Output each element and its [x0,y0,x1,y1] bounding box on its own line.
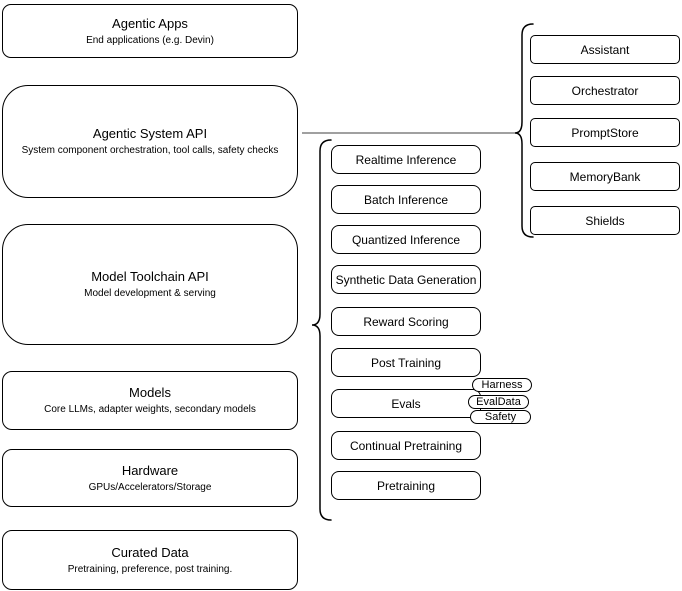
component-box-shields: Shields [530,206,680,235]
toolchain-box-batch-inference: Batch Inference [331,185,481,214]
layer-title: Models [129,385,171,400]
toolchain-group-brace [311,139,332,521]
layer-subtitle: System component orchestration, tool cal… [21,145,279,156]
component-box-assistant: Assistant [530,35,680,64]
component-box-promptstore: PromptStore [530,118,680,147]
eval-tag-safety: Safety [470,410,531,424]
layer-box-model-toolchain-api: Model Toolchain API Model development & s… [2,224,298,345]
eval-tag-evaldata: EvalData [468,395,529,409]
layer-subtitle: Pretraining, preference, post training. [67,563,233,575]
layer-title: Agentic System API [92,126,208,141]
toolchain-box-evals: Evals [331,389,481,418]
eval-tag-harness: Harness [472,378,532,392]
component-box-orchestrator: Orchestrator [530,76,680,105]
layer-box-agentic-system-api: Agentic System API System component orche… [2,85,298,198]
layer-subtitle: End applications (e.g. Devin) [86,34,214,46]
toolchain-box-reward-scoring: Reward Scoring [331,307,481,336]
component-box-memorybank: MemoryBank [530,162,680,191]
layer-subtitle: GPUs/Accelerators/Storage [88,481,212,493]
layer-title: Agentic Apps [112,15,188,31]
layer-subtitle: Model development & serving [84,288,216,299]
layer-subtitle: Core LLMs, adapter weights, secondary mo… [44,404,256,415]
layer-title: Hardware [121,462,179,478]
layer-title: Curated Data [111,544,189,560]
toolchain-box-quantized-inference: Quantized Inference [331,225,481,254]
toolchain-box-pretraining: Pretraining [331,471,481,500]
layer-title: Model Toolchain API [91,269,209,284]
toolchain-box-post-training: Post Training [331,348,481,377]
toolchain-box-realtime-inference: Realtime Inference [331,145,481,174]
toolchain-box-continual-pretraining: Continual Pretraining [331,431,481,460]
toolchain-box-synthetic-data-generation: Synthetic Data Generation [331,265,481,294]
